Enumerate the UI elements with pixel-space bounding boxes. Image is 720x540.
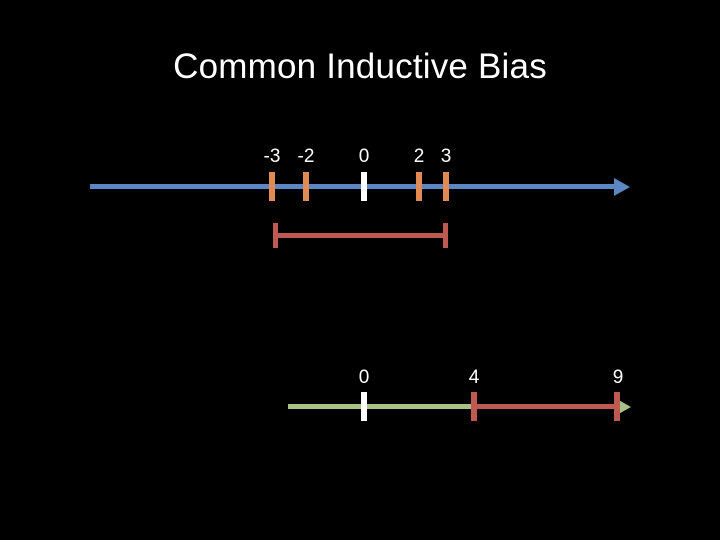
upper-tick-mark-neg2 [303, 172, 309, 201]
lower-axis-line-green [288, 404, 473, 409]
lower-tick-mark-4 [471, 392, 477, 421]
lower-tick-label-0: 0 [358, 367, 370, 388]
upper-span-cap-right [443, 223, 448, 248]
lower-axis-segment-red [471, 404, 618, 409]
upper-span-bar [273, 233, 448, 238]
lower-tick-mark-0 [361, 392, 367, 421]
upper-tick-mark-0 [361, 172, 367, 201]
upper-tick-label-neg3: -3 [263, 146, 281, 167]
upper-tick-mark-neg3 [269, 172, 275, 201]
upper-tick-mark-2 [416, 172, 422, 201]
page-title: Common Inductive Bias [173, 47, 547, 86]
upper-tick-label-neg2: -2 [297, 146, 315, 167]
lower-tick-label-4: 4 [468, 367, 480, 388]
upper-span-cap-left [273, 223, 278, 248]
upper-tick-label-3: 3 [440, 146, 452, 167]
lower-tick-label-9: 9 [612, 367, 624, 388]
upper-tick-mark-3 [443, 172, 449, 201]
upper-axis-arrow-icon [614, 177, 630, 196]
lower-tick-mark-9 [614, 392, 620, 421]
upper-tick-label-0: 0 [358, 146, 370, 167]
upper-axis-line [90, 184, 618, 189]
upper-tick-label-2: 2 [413, 146, 425, 167]
